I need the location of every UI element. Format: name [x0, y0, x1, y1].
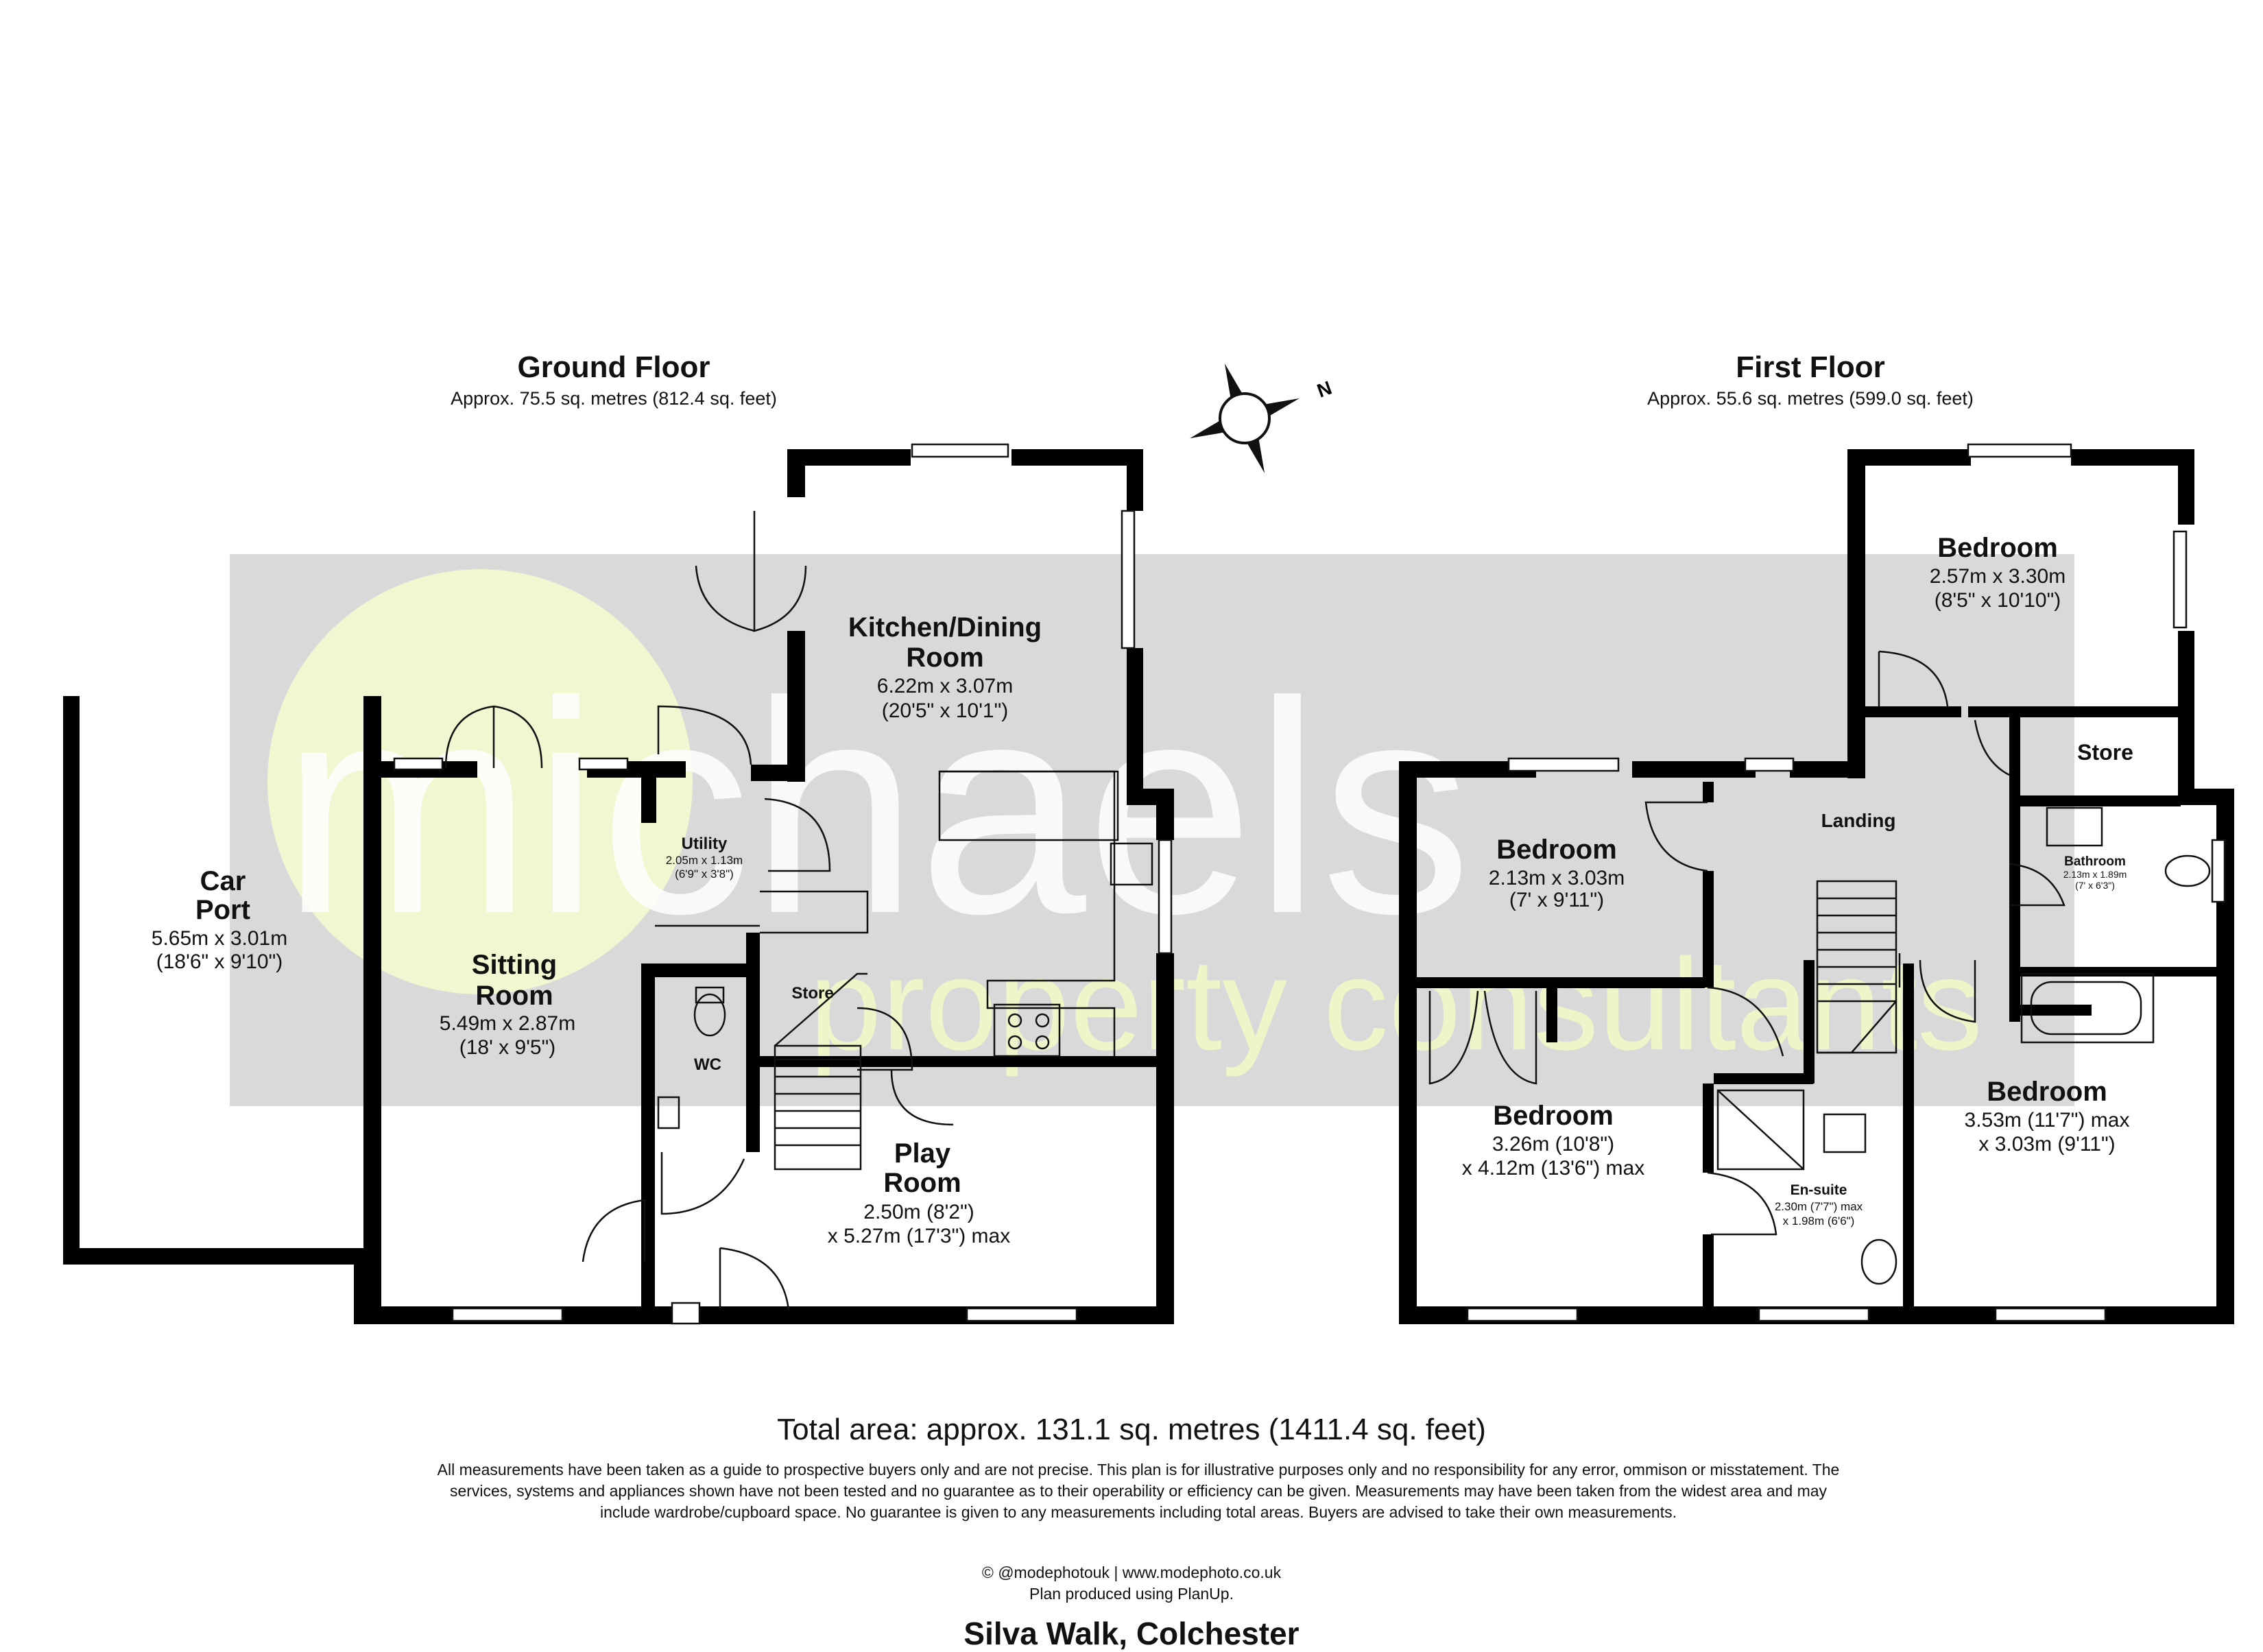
room-store-first: Store: [2077, 740, 2133, 765]
room-car-port: Car Port 5.65m x 3.01m (18'6" x 9'10"): [152, 866, 287, 973]
bedroom-top-name: Bedroom: [1937, 533, 2058, 563]
room-wc: WC: [694, 1055, 721, 1074]
sitting-room-dim-2: (18' x 9'5"): [459, 1036, 556, 1059]
ground-floor-area: Approx. 75.5 sq. metres (812.4 sq. feet): [451, 388, 777, 409]
room-landing: Landing: [1821, 810, 1896, 831]
first-floor: First Floor Approx. 55.6 sq. metres (599…: [1399, 350, 2234, 1324]
bedroom-main-name: Bedroom: [1493, 1101, 1614, 1131]
ensuite-dim-1: 2.30m (7'7") max: [1775, 1200, 1863, 1213]
bathroom-dim-1: 2.13m x 1.89m: [2063, 869, 2127, 880]
ground-floor: Ground Floor Approx. 75.5 sq. metres (81…: [63, 350, 1174, 1325]
bedroom-top-dim-2: (8'5" x 10'10"): [1935, 589, 2061, 612]
bathroom-name: Bathroom: [2064, 854, 2126, 869]
bedroom-small-dim-2: (7' x 9'11"): [1509, 889, 1604, 911]
store-ground-name: Store: [791, 984, 833, 1003]
room-sitting-room: Sitting Room 5.49m x 2.87m (18' x 9'5"): [440, 950, 575, 1059]
bedroom-main-dim-1: 3.26m (10'8"): [1492, 1133, 1614, 1156]
bathroom-dim-2: (7' x 6'3"): [2075, 880, 2115, 891]
kitchen-dim-1: 6.22m x 3.07m: [877, 675, 1013, 697]
sitting-room-name-1: Sitting: [472, 950, 557, 980]
compass-icon: N: [1190, 363, 1334, 473]
landing-name: Landing: [1821, 810, 1896, 831]
ensuite-name: En-suite: [1791, 1182, 1847, 1198]
store-first-name: Store: [2077, 740, 2133, 765]
utility-dim-1: 2.05m x 1.13m: [666, 854, 743, 867]
total-area: Total area: approx. 131.1 sq. metres (14…: [777, 1413, 1486, 1446]
watermark-brand: michaels: [281, 640, 1472, 977]
room-bedroom-top: Bedroom 2.57m x 3.30m (8'5" x 10'10"): [1930, 533, 2066, 612]
first-floor-area: Approx. 55.6 sq. metres (599.0 sq. feet): [1647, 388, 1974, 409]
bedroom-right-dim-2: x 3.03m (9'11"): [1978, 1133, 2115, 1156]
bedroom-main-dim-2: x 4.12m (13'6") max: [1462, 1157, 1644, 1180]
disclaimer-text: All measurements have been taken as a gu…: [437, 1461, 1840, 1521]
sitting-room-name-2: Room: [475, 981, 553, 1011]
bedroom-small-dim-1: 2.13m x 3.03m: [1489, 867, 1625, 889]
room-bedroom-small: Bedroom 2.13m x 3.03m (7' x 9'11"): [1489, 835, 1625, 911]
play-room-name-2: Room: [883, 1168, 961, 1198]
watermark: michaels property consultants: [230, 554, 2074, 1106]
kitchen-name-1: Kitchen/Dining: [848, 612, 1042, 643]
credit-line-2: Plan produced using PlanUp.: [1029, 1585, 1234, 1603]
kitchen-dim-2: (20'5" x 10'1"): [882, 699, 1009, 722]
property-address: Silva Walk, Colchester: [963, 1616, 1300, 1651]
room-bedroom-right: Bedroom 3.53m (11'7") max x 3.03m (9'11"…: [1965, 1077, 2130, 1156]
car-port-dim-2: (18'6" x 9'10"): [156, 950, 283, 973]
sitting-room-dim-1: 5.49m x 2.87m: [440, 1012, 575, 1035]
room-store-ground: Store: [791, 984, 833, 1003]
room-bathroom: Bathroom 2.13m x 1.89m (7' x 6'3"): [2063, 854, 2127, 891]
bedroom-right-dim-1: 3.53m (11'7") max: [1965, 1109, 2130, 1132]
room-utility: Utility 2.05m x 1.13m (6'9" x 3'8"): [666, 835, 743, 881]
car-port-dim-1: 5.65m x 3.01m: [152, 927, 287, 950]
car-port-name-1: Car: [200, 866, 246, 896]
credit: © @modephotouk | www.modephoto.co.uk Pla…: [0, 1562, 2263, 1605]
bedroom-top-dim-1: 2.57m x 3.30m: [1930, 565, 2066, 588]
compass-north-label: N: [1314, 377, 1334, 402]
ground-floor-title: Ground Floor: [517, 350, 710, 384]
play-room-dim-1: 2.50m (8'2"): [863, 1201, 974, 1223]
car-port-name-2: Port: [195, 895, 250, 925]
first-floor-title: First Floor: [1736, 350, 1885, 384]
ensuite-dim-2: x 1.98m (6'6"): [1783, 1214, 1855, 1228]
credit-line-1: © @modephotouk | www.modephoto.co.uk: [981, 1564, 1282, 1581]
room-kitchen-dining: Kitchen/Dining Room 6.22m x 3.07m (20'5"…: [848, 612, 1042, 722]
bedroom-right-name: Bedroom: [1987, 1077, 2107, 1107]
utility-name: Utility: [682, 835, 728, 853]
play-room-dim-2: x 5.27m (17'3") max: [828, 1225, 1010, 1247]
play-room-name-1: Play: [894, 1138, 951, 1169]
kitchen-name-2: Room: [906, 643, 983, 673]
room-ensuite: En-suite 2.30m (7'7") max x 1.98m (6'6"): [1775, 1182, 1863, 1228]
utility-dim-2: (6'9" x 3'8"): [675, 867, 734, 881]
bedroom-small-name: Bedroom: [1496, 835, 1617, 865]
wc-name: WC: [694, 1055, 721, 1074]
room-bedroom-main: Bedroom 3.26m (10'8") x 4.12m (13'6") ma…: [1462, 1101, 1644, 1180]
room-play-room: Play Room 2.50m (8'2") x 5.27m (17'3") m…: [828, 1138, 1010, 1247]
